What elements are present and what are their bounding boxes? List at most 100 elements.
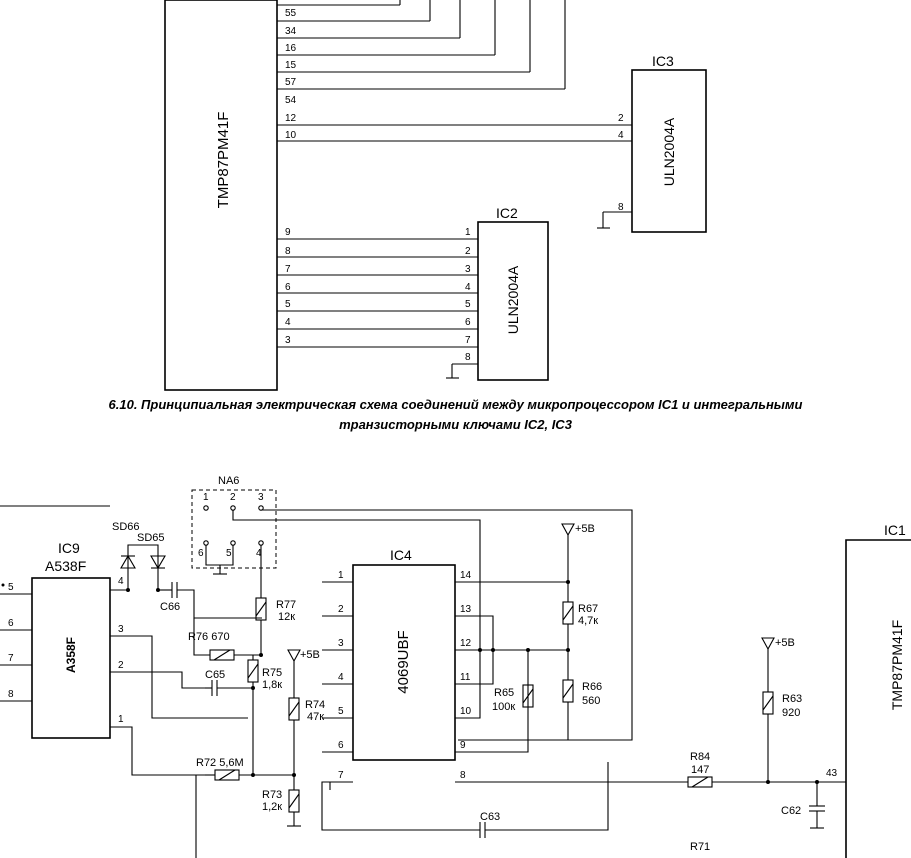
ic4-pin-5: 5: [338, 706, 344, 717]
ic2-pin-1: 1: [465, 227, 471, 238]
ic9-pin-3: 3: [118, 624, 124, 635]
r63-value: 920: [782, 707, 800, 719]
na6-pin-1: 1: [203, 492, 209, 503]
na6-pin-4: 4: [256, 548, 262, 559]
r71-label: R71: [690, 841, 710, 853]
bottom-schematic: IC9 A538F A358F 5 6 7 8 3 2 1 SD66 SD65 …: [0, 475, 911, 858]
c63-label: C63: [480, 811, 500, 823]
ic3-pin-2: 2: [618, 113, 624, 124]
ic1-top-label: TMP87PM41F: [215, 112, 232, 209]
ic9-pin-8: 8: [8, 689, 14, 700]
sd66-diode: [120, 554, 136, 569]
pin-54: 54: [285, 95, 297, 106]
r63-label: R63: [782, 693, 802, 705]
pin-12: 12: [285, 113, 297, 124]
sd65-diode: [150, 555, 166, 570]
ic4-pin-9: 9: [460, 740, 466, 751]
r65-label: R65: [494, 687, 514, 699]
ic2-pin-8: 8: [465, 352, 471, 363]
ic4-pin-10: 10: [460, 706, 472, 717]
ic2-pin-2: 2: [465, 246, 471, 257]
ic3-box: [631, 69, 707, 233]
pin-9: 9: [285, 227, 291, 238]
pin-7: 7: [285, 264, 291, 275]
top-schematic: TMP87PM41F 55 34 16 15 57 54 12 10 IC3 U…: [164, 0, 707, 391]
pin-10: 10: [285, 130, 297, 141]
ic2-box: [477, 221, 549, 381]
c65-label: C65: [205, 669, 225, 681]
ic2-pin-4: 4: [465, 282, 471, 293]
ic4-pin-3: 3: [338, 638, 344, 649]
r76-label: R76 670: [188, 631, 230, 643]
na6-box: [191, 489, 277, 569]
ic9-pin-4: 4: [118, 576, 124, 587]
figure-caption: 6.10. Принципиальная электрическая схема…: [0, 395, 911, 435]
ic9-model: A538F: [45, 558, 86, 574]
r72-label: R72 5,6M: [196, 757, 244, 769]
r65-resistor: [522, 684, 534, 708]
ic1-bottom-box: [845, 539, 911, 858]
ic1-top-box: [164, 0, 278, 391]
pin-15: 15: [285, 60, 297, 71]
ic2-part: ULN2004A: [505, 265, 521, 334]
r73-value: 1,2к: [262, 801, 282, 813]
ic1-bottom-part: TMP87PM41F: [889, 620, 905, 710]
c66-label: C66: [160, 601, 180, 613]
ic2-pin-7: 7: [465, 335, 471, 346]
ic4-pin-13: 13: [460, 604, 472, 615]
r84-label: R84: [690, 751, 710, 763]
pin-16: 16: [285, 43, 297, 54]
sd65-label: SD65: [137, 532, 165, 544]
ic9-pin-7: 7: [8, 653, 14, 664]
ic4-box: [352, 564, 456, 761]
ic4-pin-2: 2: [338, 604, 344, 615]
ic9-box: [31, 577, 111, 739]
ic2-pin-5: 5: [465, 299, 471, 310]
ic9-pin-2: 2: [118, 660, 124, 671]
na6-name: NA6: [218, 475, 239, 487]
na6-pin-6: 6: [198, 548, 204, 559]
ic4-part: 4069UBF: [395, 630, 412, 693]
ic4-pin-11: 11: [460, 672, 471, 683]
ic4-pin-7: 7: [338, 770, 344, 781]
ic3-pin-4: 4: [618, 130, 624, 141]
na6-pin-5: 5: [226, 548, 232, 559]
ic3-name: IC3: [652, 53, 674, 69]
ic4-pin-12: 12: [460, 638, 472, 649]
r65-value: 100к: [492, 701, 515, 713]
ic9-body: A358F: [64, 637, 78, 673]
pin-34: 34: [285, 26, 297, 37]
r66-label: R66: [582, 681, 602, 693]
r66-value: 560: [582, 695, 600, 707]
supply-5v-1: +5В: [300, 649, 320, 661]
ic4-pin-4: 4: [338, 672, 344, 683]
pin-8: 8: [285, 246, 291, 257]
supply-5v-3: +5В: [775, 637, 795, 649]
r77-value: 12к: [278, 611, 295, 623]
caption-line-1: 6.10. Принципиальная электрическая схема…: [108, 397, 803, 412]
r67-value: 4,7к: [578, 615, 598, 627]
pin-5: 5: [285, 299, 291, 310]
pin-4: 4: [285, 317, 291, 328]
ic9-name: IC9: [58, 540, 80, 556]
r75-value: 1,8к: [262, 679, 282, 691]
ic4-pin-1: 1: [338, 570, 344, 581]
pin-3: 3: [285, 335, 291, 346]
ic3-pin-8: 8: [618, 202, 624, 213]
pin-55: 55: [285, 8, 297, 19]
r84-value: 147: [691, 764, 709, 776]
ic1-pin-43: 43: [826, 768, 838, 779]
r74-label: R74: [305, 699, 325, 711]
ic4-pin-6: 6: [338, 740, 344, 751]
c62-label: C62: [781, 805, 801, 817]
ic9-pin-1: 1: [118, 714, 124, 725]
r67-label: R67: [578, 603, 598, 615]
ic2-name: IC2: [496, 205, 518, 221]
ic4-pin-14: 14: [460, 570, 472, 581]
sd66-label: SD66: [112, 521, 140, 533]
ic2-pin-3: 3: [465, 264, 471, 275]
ic9-pin-5: 5: [8, 582, 14, 593]
r77-label: R77: [276, 599, 296, 611]
na6-pin-3: 3: [258, 492, 264, 503]
